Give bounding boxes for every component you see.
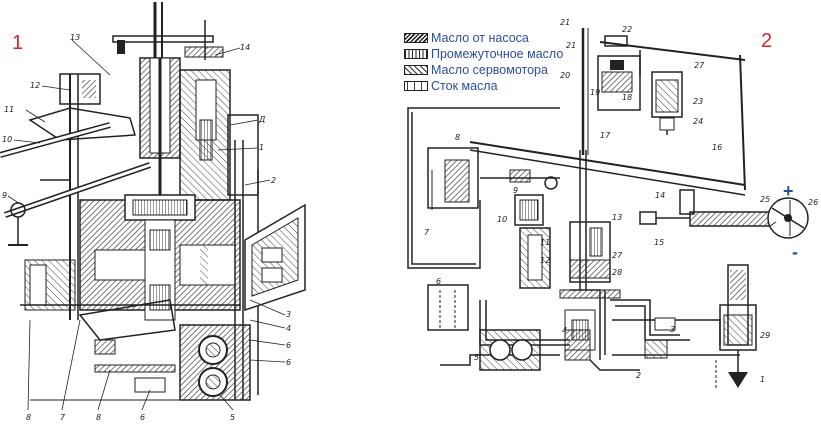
callout-r2: 2 <box>636 371 641 380</box>
callout-12: 12 <box>30 81 40 90</box>
unit-14-15 <box>639 189 695 225</box>
unit-23-24 <box>651 71 683 135</box>
unit-7-8 <box>427 147 479 210</box>
callout-r11: 11 <box>540 238 550 247</box>
callout-r1: 1 <box>760 375 765 384</box>
right-callouts: 21 22 21 20 19 18 27 23 24 17 16 8 9 10 … <box>424 18 818 384</box>
callout-r6: 6 <box>436 277 441 286</box>
callout-r29: 29 <box>760 331 770 340</box>
callout-8: 8 <box>96 413 101 422</box>
legend-swatch-servo <box>404 65 428 75</box>
callout-r27: 27 <box>694 61 705 70</box>
legend-item-pump-oil: Масло от насоса <box>404 30 563 46</box>
callout-r5: 5 <box>474 353 479 362</box>
callout-r9: 9 <box>513 186 518 195</box>
callout-3: 3 <box>286 310 291 319</box>
callout-r26: 26 <box>808 198 818 207</box>
left-leader-lines <box>7 39 286 411</box>
callout-11: 11 <box>4 105 14 114</box>
legend: Масло от насоса Промежуточное масло Масл… <box>404 30 563 94</box>
legend-label: Масло сервомотора <box>431 63 548 77</box>
callout-6b: 6 <box>286 358 291 367</box>
legend-label: Промежуточное масло <box>431 47 564 61</box>
callout-r28: 28 <box>612 268 622 277</box>
callout-2: 2 <box>271 176 276 185</box>
bottom-base <box>30 299 251 401</box>
unit-2-3-4 <box>564 317 676 361</box>
legend-swatch-pump <box>404 33 428 43</box>
legend-item-servo-oil: Масло сервомотора <box>404 62 563 78</box>
minus-sign: - <box>792 242 798 262</box>
callout-r20: 20 <box>560 71 570 80</box>
callout-r22: 22 <box>622 25 632 34</box>
legend-swatch-drain <box>404 81 428 91</box>
callout-r14: 14 <box>655 191 665 200</box>
left-callouts: 13 12 11 10 9 14 Д 1 2 3 4 6 6 5 6 8 7 8 <box>2 33 291 422</box>
plus-sign: + <box>783 181 794 201</box>
callout-14: 14 <box>240 43 250 52</box>
callout-13: 13 <box>70 33 80 42</box>
callout-10: 10 <box>2 135 12 144</box>
servomotor-29 <box>715 264 757 390</box>
callout-r27b: 27 <box>612 251 623 260</box>
callout-r21b: 21 <box>566 41 576 50</box>
callout-r17: 17 <box>600 131 611 140</box>
legend-swatch-intermediate <box>404 49 428 59</box>
callout-6: 6 <box>286 341 291 350</box>
callout-r12: 12 <box>540 256 550 265</box>
callout-5: 5 <box>230 413 235 422</box>
callout-r13: 13 <box>612 213 622 222</box>
spindle-top <box>112 2 224 60</box>
panel-number-1: 1 <box>12 32 24 54</box>
callout-7: 7 <box>60 413 66 422</box>
callout-r3: 3 <box>670 325 675 334</box>
right-piping <box>234 140 306 400</box>
callout-r10: 10 <box>497 215 507 224</box>
callout-9: 9 <box>2 191 7 200</box>
callout-6c: 6 <box>140 413 145 422</box>
legend-item-drain-oil: Сток масла <box>404 78 563 94</box>
gauge-25-26 <box>689 197 809 239</box>
panel-number-2: 2 <box>761 30 773 52</box>
unit-18-19 <box>597 55 641 111</box>
legend-label: Сток масла <box>431 79 498 93</box>
legend-label: Масло от насоса <box>431 31 529 45</box>
callout-r23: 23 <box>693 97 703 106</box>
pump-5-6 <box>427 284 541 371</box>
unit-9-10 <box>509 169 558 226</box>
callout-r8: 8 <box>455 133 460 142</box>
callout-r25: 25 <box>760 195 770 204</box>
left-column-lever <box>0 73 240 320</box>
callout-r19: 19 <box>590 88 600 97</box>
callout-1: 1 <box>259 143 264 152</box>
callout-r18: 18 <box>622 93 632 102</box>
callout-r24: 24 <box>693 117 703 126</box>
callout-r21: 21 <box>560 18 570 27</box>
callout-r7: 7 <box>424 228 430 237</box>
callout-4: 4 <box>286 324 291 333</box>
legend-item-intermediate-oil: Промежуточное масло <box>404 46 563 62</box>
callout-d: Д <box>258 115 265 124</box>
beam-16 <box>469 141 746 196</box>
callout-r16: 16 <box>712 143 722 152</box>
callout-8b: 8 <box>26 413 31 422</box>
housing-upper <box>139 57 259 290</box>
callout-r4: 4 <box>562 326 567 335</box>
callout-r15: 15 <box>654 238 664 247</box>
